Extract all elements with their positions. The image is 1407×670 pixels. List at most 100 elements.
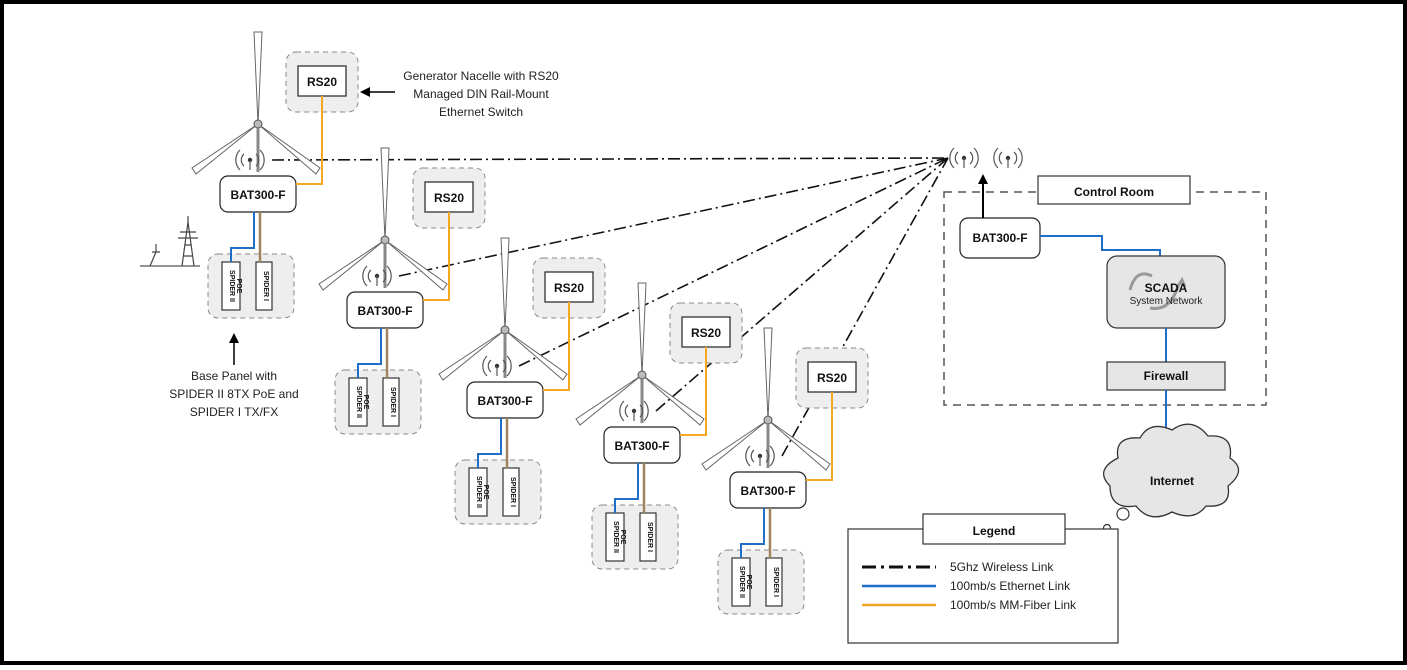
nacelle-annotation-line1: Generator Nacelle with RS20 (403, 69, 559, 83)
spider2-label: SPIDER II (612, 521, 619, 553)
spider2-label: SPIDER II (355, 386, 362, 418)
wireless-link (271, 157, 949, 161)
arrow-up-icon (978, 174, 988, 184)
spider2-label: SPIDER II (228, 270, 235, 302)
control-room-title-box (1037, 175, 1191, 205)
spider2-sub: POE (619, 530, 626, 545)
fiber-link (543, 302, 570, 391)
wireless-antenna-icon (619, 400, 649, 422)
bat300-label: BAT300-F (477, 394, 532, 408)
base-panel (207, 253, 295, 319)
spider2-label: SPIDER II (738, 566, 745, 598)
legend-label: 100mb/s Ethernet Link (950, 579, 1071, 593)
thought-bubble-icon (1116, 507, 1130, 521)
fiber-link (423, 212, 450, 301)
rs20-switch (807, 361, 857, 393)
ethernet-link (614, 463, 639, 513)
turbine-blades-icon (575, 282, 705, 426)
arrow-left-icon (360, 87, 370, 97)
ethernet-link (357, 328, 382, 378)
bat300-label: BAT300-F (614, 439, 669, 453)
turbine-blades-icon (191, 31, 321, 175)
spider2-sub: POE (745, 575, 752, 590)
wireless-link (518, 157, 949, 367)
bat300-box (219, 175, 297, 213)
control-room: Control Room BAT300-F SCADA System Netwo… (943, 174, 1267, 446)
power-pylon-icon (140, 216, 200, 267)
base-panel-annotation-line1: Base Panel with (191, 369, 277, 383)
spider1-label: SPIDER I (262, 271, 269, 301)
fiber-link (806, 392, 833, 481)
control-room-title: Control Room (1074, 185, 1154, 199)
bat300-label: BAT300-F (230, 188, 285, 202)
spider1-switch (639, 512, 657, 562)
bat300-box (466, 381, 544, 419)
nacelle-annotation-line2: Managed DIN Rail-Mount (413, 87, 549, 101)
bat300-label: BAT300-F (740, 484, 795, 498)
hub-antennas (949, 147, 1023, 169)
legend-label: 100mb/s MM-Fiber Link (950, 598, 1077, 612)
spider1-switch (382, 377, 400, 427)
turbine-blades-icon (318, 147, 448, 291)
access-point-antenna-icon (993, 147, 1023, 169)
base-panel-annotation-line2: SPIDER II 8TX PoE and (169, 387, 298, 401)
wireless-link (655, 157, 949, 412)
ethernet-link (230, 212, 255, 262)
spider1-label: SPIDER I (772, 567, 779, 597)
internet-label: Internet (1150, 474, 1194, 488)
refresh-icon (1128, 272, 1187, 311)
control-room-bat-label: BAT300-F (972, 231, 1027, 245)
bat300-box (729, 471, 807, 509)
rs20-switch (297, 65, 347, 97)
legend-item: 5Ghz Wireless Link (862, 560, 1054, 574)
base-panel (717, 549, 805, 615)
turbine-blades-icon (438, 237, 568, 381)
control-room-bat-box (959, 217, 1041, 259)
firewall-box (1106, 361, 1226, 391)
ethernet-link (740, 508, 765, 558)
spider2-sub: POE (482, 485, 489, 500)
wireless-antenna-icon (745, 445, 775, 467)
nacelle-annotation: Generator Nacelle with RS20 Managed DIN … (360, 69, 559, 119)
spider1-label: SPIDER I (646, 522, 653, 552)
access-point-antenna-icon (949, 147, 979, 169)
ethernet-link-scada (1040, 235, 1161, 256)
legend-title-box (922, 513, 1066, 545)
scada-subtitle: System Network (1130, 296, 1204, 307)
wireless-antenna-icon (235, 149, 265, 171)
spider1-switch (502, 467, 520, 517)
wireless-antenna-icon (362, 265, 392, 287)
bat300-box (346, 291, 424, 329)
scada-title: SCADA (1145, 281, 1188, 295)
wireless-antenna-icon (482, 355, 512, 377)
bat300-label: BAT300-F (357, 304, 412, 318)
wireless-link (781, 157, 949, 457)
rs20-switch (544, 271, 594, 303)
spider2-sub: POE (235, 279, 242, 294)
base-panel-annotation: Base Panel with SPIDER II 8TX PoE and SP… (169, 333, 299, 419)
legend-item: 100mb/s MM-Fiber Link (862, 598, 1077, 612)
base-panel (591, 504, 679, 570)
fiber-link (296, 96, 323, 185)
legend: Legend 5Ghz Wireless Link 100mb/s Etherne… (847, 513, 1119, 644)
ethernet-link (477, 418, 502, 468)
fiber-link (680, 347, 707, 436)
bat300-box (603, 426, 681, 464)
spider2-sub: POE (362, 395, 369, 410)
legend-label: 5Ghz Wireless Link (950, 560, 1054, 574)
legend-title: Legend (973, 524, 1016, 538)
rs20-switch (681, 316, 731, 348)
spider1-switch (765, 557, 783, 607)
wireless-link (398, 157, 949, 277)
spider2-label: SPIDER II (475, 476, 482, 508)
nacelle-annotation-line3: Ethernet Switch (439, 105, 523, 119)
